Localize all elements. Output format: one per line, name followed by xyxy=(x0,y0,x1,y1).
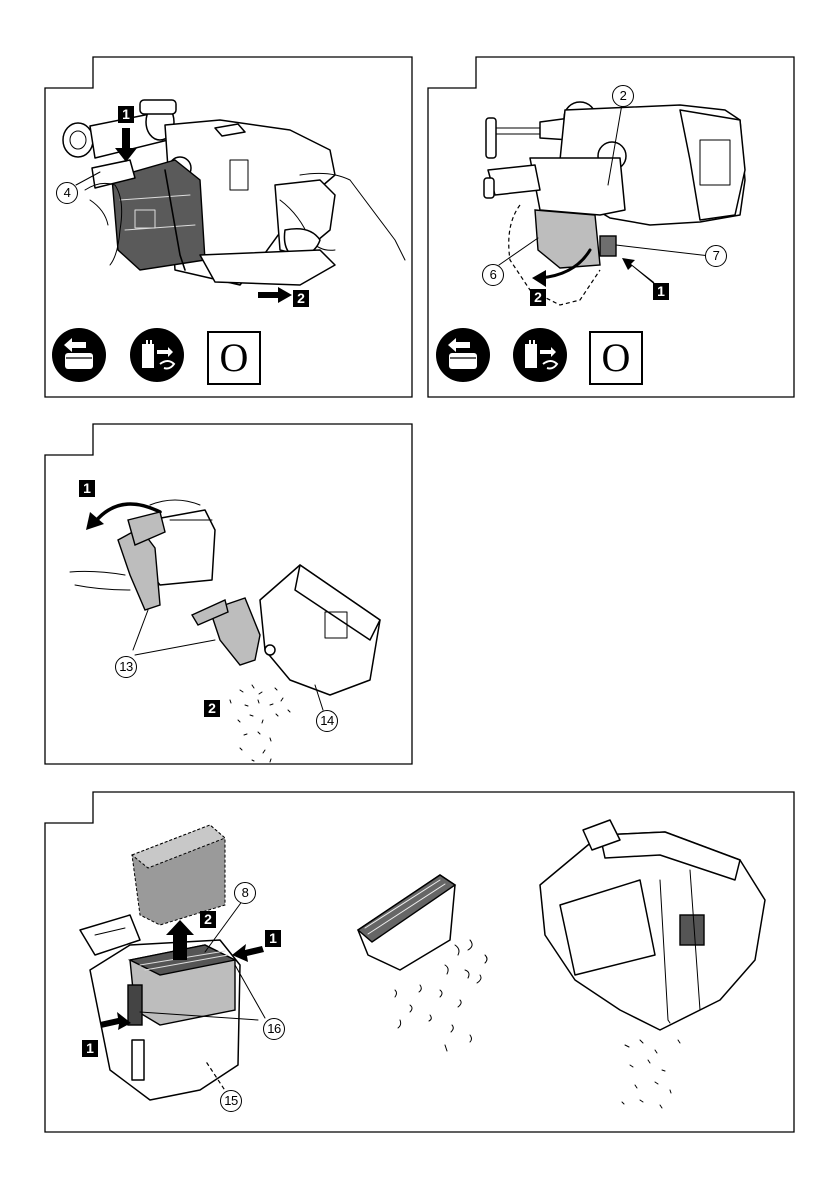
part-callout: 16 xyxy=(263,1018,285,1040)
step-badge: 1 xyxy=(82,1040,98,1057)
step-badge: 1 xyxy=(265,930,281,947)
part-callout: 15 xyxy=(220,1090,242,1112)
part-callout: 8 xyxy=(234,882,256,904)
step-badge: 2 xyxy=(200,911,216,928)
